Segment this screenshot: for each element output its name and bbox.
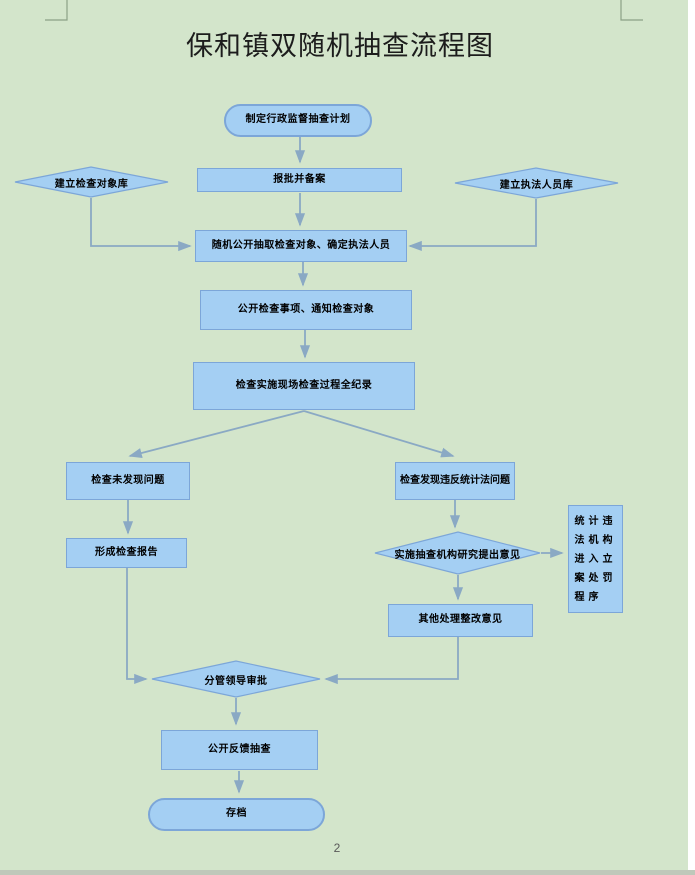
- node-label: 形成检查报告: [95, 546, 158, 558]
- page-number: 2: [333, 841, 341, 855]
- diamond-leader-approve: [151, 660, 321, 698]
- node-label: 检查未发现问题: [91, 474, 165, 486]
- node-label: 公开反馈抽查: [208, 743, 271, 755]
- node-label: 建立执法人员库: [499, 179, 574, 191]
- node-label: 随机公开抽取检查对象、确定执法人员: [211, 239, 391, 251]
- node-onsite-record: 检查实施现场检查过程全纪录: [193, 362, 415, 410]
- node-object-db: 建立检查对象库: [15, 167, 168, 197]
- diamond-agency-opinion: [374, 531, 541, 575]
- cropmark-top-left: [45, 0, 68, 21]
- node-label: 检查实施现场检查过程全纪录: [235, 379, 373, 391]
- node-label: 分管领导审批: [204, 675, 268, 687]
- connector-otherrectify-to-approve: [324, 637, 459, 685]
- cropmark-top-right: [620, 0, 643, 21]
- node-feedback: 公开反馈抽查: [161, 730, 318, 770]
- node-publicize-notify: 公开检查事项、通知检查对象: [200, 290, 412, 330]
- node-label: 统计违法机构进入立案处罚程序: [574, 515, 617, 603]
- node-random-select: 随机公开抽取检查对象、确定执法人员: [195, 230, 407, 262]
- node-label: 制定行政监督抽查计划: [245, 114, 351, 126]
- connector-objectdb-to-random: [90, 198, 192, 252]
- page-right-edge: [688, 0, 695, 875]
- node-label: 存档: [226, 808, 247, 820]
- page-title: 保和镇双随机抽查流程图: [186, 31, 494, 61]
- node-start: 制定行政监督抽查计划: [224, 104, 372, 137]
- node-label: 建立检查对象库: [54, 178, 129, 190]
- node-found-problem: 检查发现违反统计法问题: [395, 462, 515, 500]
- connector-enforcerdb-to-random: [408, 199, 537, 252]
- node-other-rectify: 其他处理整改意见: [388, 604, 533, 637]
- node-form-report: 形成检查报告: [66, 538, 187, 568]
- node-label: 公开检查事项、通知检查对象: [237, 303, 375, 315]
- node-label: 报批并备案: [273, 173, 326, 185]
- node-archive: 存档: [148, 798, 325, 831]
- node-enforcer-db: 建立执法人员库: [455, 168, 618, 198]
- node-agency-opinion: 实施抽查机构研究提出意见: [375, 532, 540, 574]
- node-no-problem: 检查未发现问题: [66, 462, 190, 500]
- node-label: 实施抽查机构研究提出意见: [394, 549, 521, 561]
- connector-record-to-noproblem: [128, 410, 305, 458]
- page-bottom-edge: [0, 870, 695, 875]
- connector-record-to-foundproblem: [303, 410, 455, 458]
- node-label: 其他处理整改意见: [418, 614, 503, 626]
- node-label: 检查发现违反统计法问题: [400, 474, 510, 486]
- node-case-procedure: 统计违法机构进入立案处罚程序: [568, 505, 623, 613]
- connector-formreport-to-approve: [126, 568, 148, 685]
- node-report-record: 报批并备案: [197, 168, 402, 192]
- diamond-object-db: [14, 166, 169, 198]
- diamond-enforcer-db: [454, 167, 619, 199]
- node-leader-approve: 分管领导审批: [152, 661, 320, 697]
